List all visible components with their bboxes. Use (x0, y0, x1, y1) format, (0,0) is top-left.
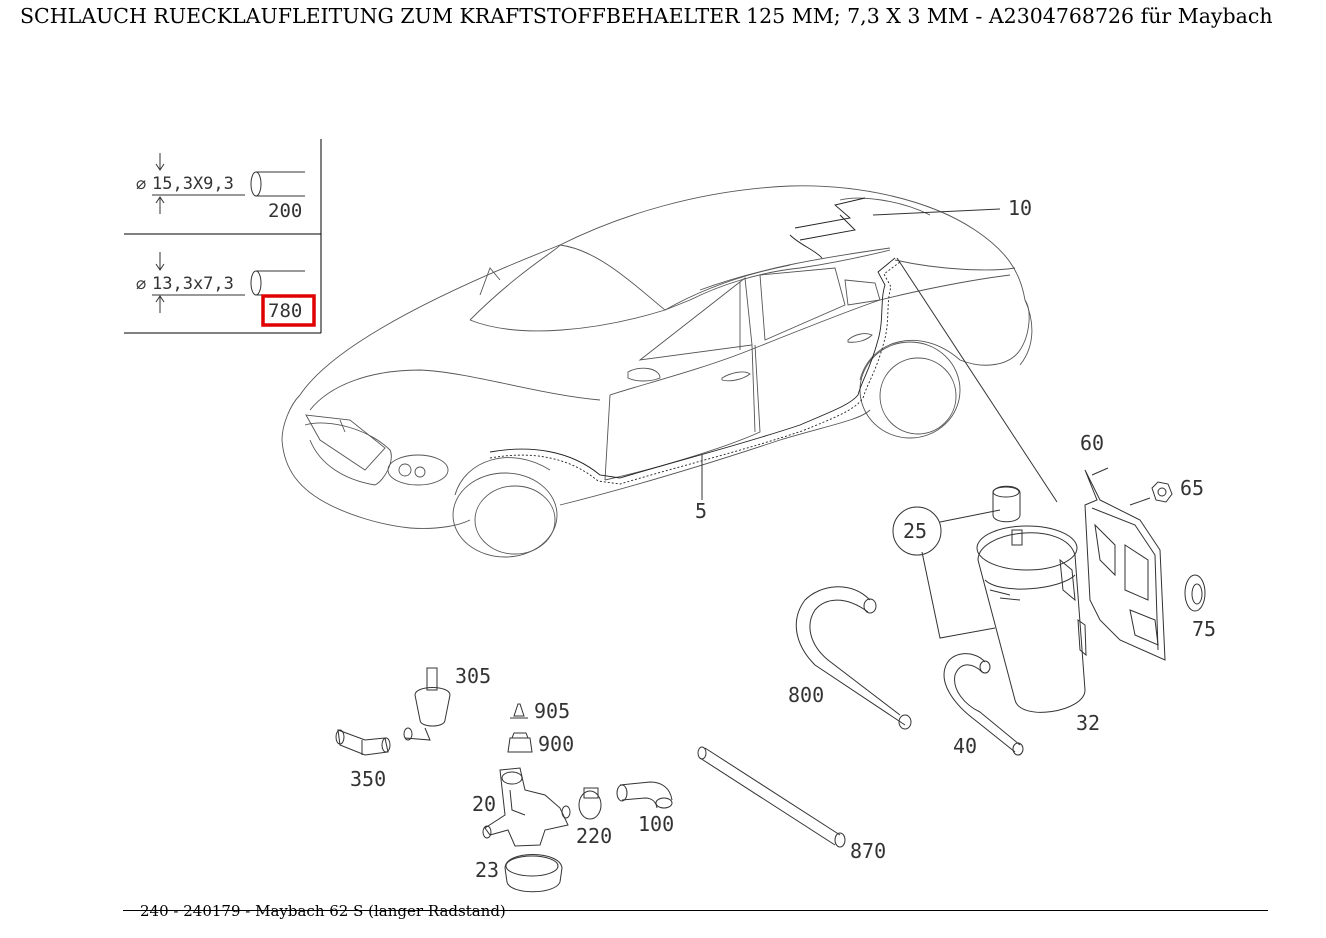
callout-5[interactable]: 5 (695, 499, 707, 523)
callout-circle-25 (892, 506, 942, 556)
part-40-hose[interactable] (943, 653, 1024, 756)
callout-23[interactable]: 23 (475, 858, 499, 882)
legend-dimension: 13,3x7,3 (152, 274, 234, 294)
callout-800[interactable]: 800 (788, 683, 824, 707)
part-25-cap[interactable] (992, 485, 1021, 523)
legend-part-number-highlighted: 780 (268, 300, 302, 322)
callout-100[interactable]: 100 (638, 812, 674, 836)
callout-60[interactable]: 60 (1080, 431, 1104, 455)
callout-870[interactable]: 870 (850, 839, 886, 863)
legend-box: ⌀ 15,3X9,3 200 ⌀ 13,3x7,3 780 (124, 139, 322, 334)
highlight-box (261, 294, 316, 327)
diameter-symbol: ⌀ (136, 275, 146, 295)
part-305-valve[interactable] (403, 667, 451, 741)
callout-350[interactable]: 350 (350, 767, 386, 791)
callout-900[interactable]: 900 (538, 732, 574, 756)
callout-905[interactable]: 905 (534, 699, 570, 723)
footer-caption: 240 - 240179 - Maybach 62 S (langer Rads… (140, 902, 506, 920)
callout-40[interactable]: 40 (953, 734, 977, 758)
callout-25[interactable]: 25 (903, 519, 927, 543)
callout-305[interactable]: 305 (455, 664, 491, 688)
part-870-tube[interactable] (697, 746, 846, 848)
callout-65[interactable]: 65 (1180, 476, 1204, 500)
part-32-canister[interactable] (976, 525, 1087, 713)
part-23-seal[interactable] (504, 854, 563, 893)
callout-10[interactable]: 10 (1008, 196, 1032, 220)
part-350-connector[interactable] (335, 729, 391, 756)
part-100-hose[interactable] (616, 781, 673, 809)
part-75-ring[interactable] (1184, 574, 1206, 612)
callout-20[interactable]: 20 (472, 792, 496, 816)
part-65-nut[interactable] (1151, 481, 1173, 503)
car-illustration (281, 185, 1033, 558)
part-60-bracket[interactable] (1084, 467, 1166, 661)
callout-32[interactable]: 32 (1076, 711, 1100, 735)
hose-end-icon (250, 171, 262, 197)
leader-lines (701, 208, 1058, 639)
diameter-symbol: ⌀ (136, 175, 146, 195)
part-905-clip[interactable] (510, 703, 528, 719)
legend-row-200[interactable]: ⌀ 15,3X9,3 200 (136, 153, 305, 222)
legend-dimension: 15,3X9,3 (152, 174, 234, 194)
hose-end-icon (250, 270, 262, 296)
part-20-pump[interactable] (482, 767, 571, 847)
legend-row-780[interactable]: ⌀ 13,3x7,3 780 (136, 252, 316, 327)
fuel-return-line (489, 197, 901, 485)
footer-rule (123, 910, 1268, 911)
callout-75[interactable]: 75 (1192, 617, 1216, 641)
part-800-hose[interactable] (795, 586, 912, 730)
part-220-clamp[interactable] (578, 787, 602, 820)
page-title: SCHLAUCH RUECKLAUFLEITUNG ZUM KRAFTSTOFF… (20, 4, 1273, 28)
callout-220[interactable]: 220 (576, 824, 612, 848)
part-900-plug[interactable] (507, 732, 533, 753)
legend-part-number: 200 (268, 200, 302, 222)
